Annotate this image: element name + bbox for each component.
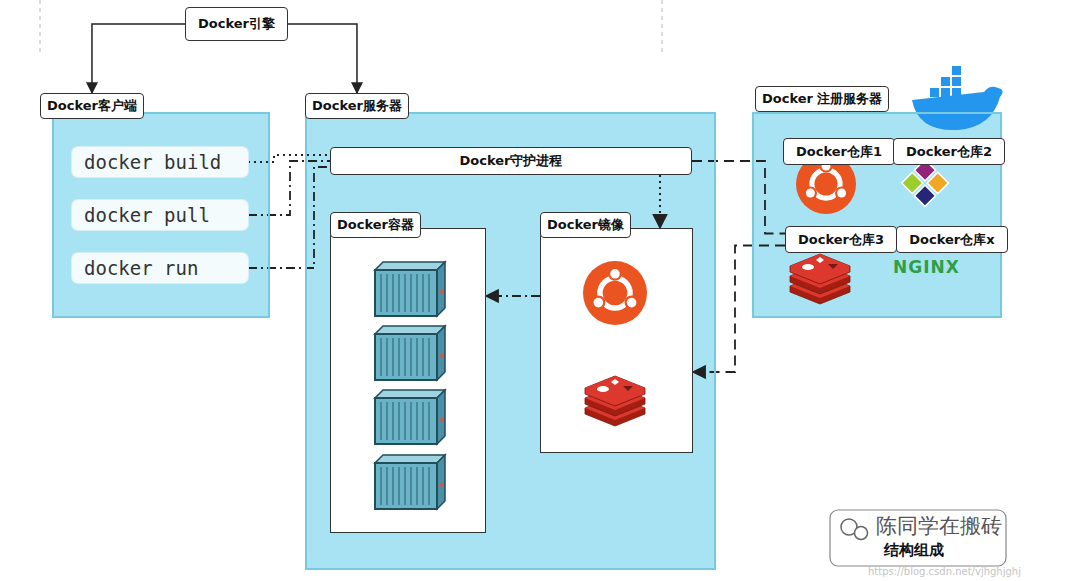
- connector: [248, 161, 330, 215]
- command-box: docker pull: [72, 200, 248, 230]
- guide-line: [662, 0, 663, 55]
- panel-fill: [330, 228, 486, 533]
- panel-heading: Docker服务器: [305, 93, 409, 119]
- label-box: Docker仓库3: [785, 226, 897, 253]
- container-icon: [375, 326, 445, 380]
- panel-fill: [540, 228, 693, 453]
- guide-line: [40, 0, 41, 55]
- label-box: Docker引擎: [185, 7, 288, 41]
- redis-logo: [790, 254, 850, 304]
- panel-heading: Docker 注册服务器: [755, 86, 889, 112]
- label-box: Docker仓库2: [893, 138, 1005, 165]
- container-icon: [375, 390, 445, 444]
- container-panel: Docker 注册服务器Docker仓库1Docker仓库2Docker仓库3D…: [752, 112, 1002, 318]
- panel-fills: [52, 112, 1002, 570]
- panel-fill: [305, 112, 716, 570]
- box-label: Docker仓库x: [909, 231, 994, 249]
- box-label: Docker守护进程: [460, 152, 563, 170]
- connector: [248, 155, 330, 162]
- redis-logo: [585, 376, 645, 426]
- panel-heading: Docker容器: [330, 212, 421, 238]
- box-label: Docker引擎: [198, 15, 275, 33]
- connector: [693, 246, 785, 373]
- container-icon: [375, 455, 445, 509]
- container-icon: [375, 262, 445, 316]
- watermark: 陈同学在搬砖: [876, 512, 1002, 540]
- watermark-box: [830, 510, 1006, 566]
- command-text: docker build: [84, 151, 221, 173]
- panel-heading: Docker客户端: [40, 93, 144, 119]
- container-panel: Docker客户端docker builddocker pulldocker r…: [52, 112, 270, 318]
- logo-text: NGINX: [893, 257, 960, 277]
- panel-heading: Docker镜像: [540, 212, 631, 238]
- box-label: Docker仓库2: [906, 143, 992, 161]
- panel-fill: [52, 112, 270, 318]
- connector: [248, 167, 330, 268]
- box-label: Docker仓库1: [796, 143, 882, 161]
- url-watermark: https://blog.csdn.net/vjhghjghj: [868, 566, 1021, 577]
- container-panel: Docker服务器Docker守护进程Docker容器Docker镜像: [305, 112, 716, 570]
- command-box: docker run: [72, 253, 248, 283]
- box-label: Docker仓库3: [798, 231, 884, 249]
- connector: [692, 161, 785, 234]
- connector: [288, 24, 357, 93]
- label-box: Docker仓库x: [896, 226, 1008, 253]
- caption-note: 结构组成: [884, 541, 944, 560]
- container-panel: Docker容器: [330, 228, 486, 533]
- label-box: Docker守护进程: [330, 147, 692, 175]
- connector: [92, 24, 185, 93]
- icons: [375, 154, 948, 509]
- ubuntu-logo: [583, 261, 647, 325]
- container-panel: Docker镜像: [540, 228, 693, 453]
- command-text: docker run: [84, 257, 198, 279]
- centos-logo: [902, 160, 949, 207]
- label-box: Docker仓库1: [783, 138, 895, 165]
- command-text: docker pull: [84, 204, 210, 226]
- connector: [486, 295, 540, 297]
- connector: [659, 175, 661, 228]
- docker-whale: [912, 66, 1003, 130]
- command-box: docker build: [72, 147, 248, 177]
